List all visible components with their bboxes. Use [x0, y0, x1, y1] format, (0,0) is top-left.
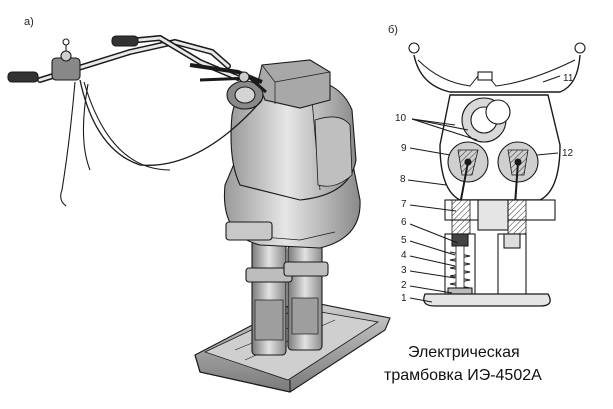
part-label-1: 1	[401, 293, 407, 304]
tamper-illustration	[7, 34, 391, 393]
part-label-2: 2	[401, 280, 407, 291]
panel-label-b: б)	[388, 24, 398, 36]
part-label-10: 10	[395, 113, 407, 124]
panel-label-a: а)	[24, 16, 34, 28]
section-schematic	[407, 42, 586, 307]
part-label-5: 5	[401, 235, 407, 246]
part-label-7: 7	[401, 199, 407, 210]
part-label-6: 6	[401, 217, 407, 228]
part-label-3: 3	[401, 265, 407, 276]
part-label-11: 11	[563, 73, 574, 84]
caption-line-2: трамбовка ИЭ-4502А	[384, 367, 542, 384]
part-label-4: 4	[401, 250, 407, 261]
part-label-12: 12	[562, 148, 574, 159]
part-label-8: 8	[400, 174, 406, 185]
caption-line-1: Электрическая	[408, 344, 520, 361]
part-label-9: 9	[401, 143, 407, 154]
